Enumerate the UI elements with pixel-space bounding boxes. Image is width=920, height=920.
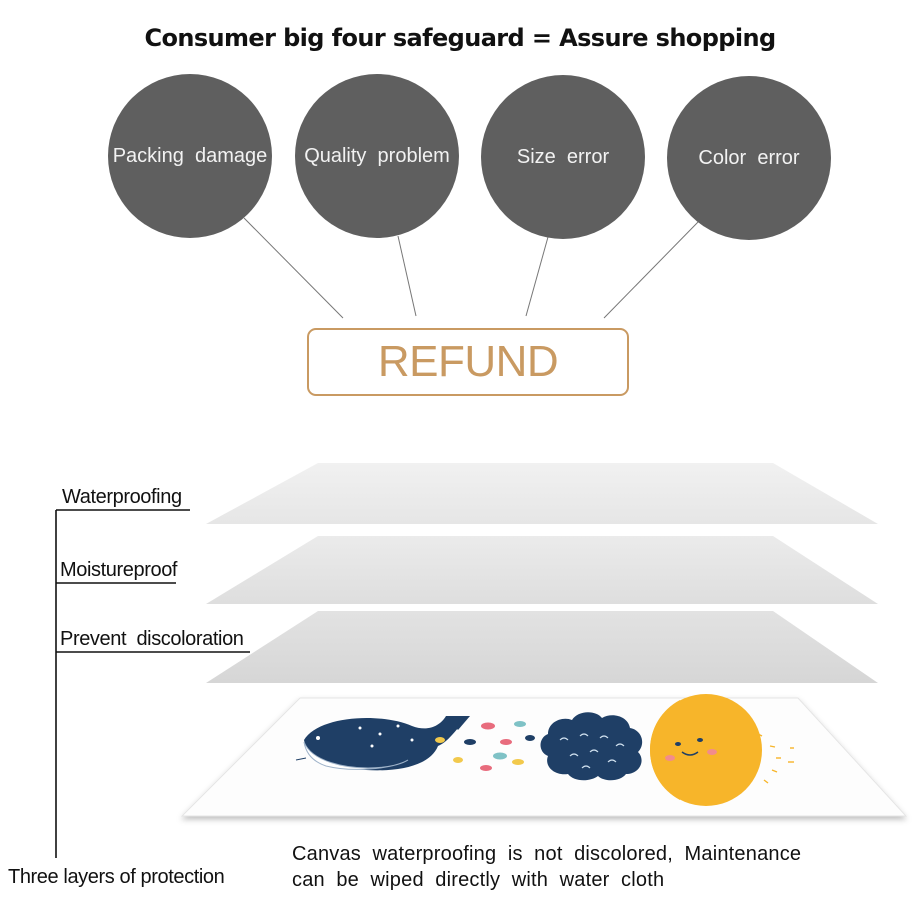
three-layers-label: Three layers of protection [8, 866, 225, 888]
cloud-illustration [540, 712, 643, 781]
safeguard-label: Packing damage [112, 144, 268, 167]
layer-discoloration-sheet [206, 611, 878, 683]
safeguard-circle-color-error: Color error [667, 76, 831, 240]
safeguard-label: Color error [698, 146, 800, 169]
safeguard-label: Quality problem [304, 144, 450, 167]
safeguard-circle-quality-problem: Quality problem [295, 74, 459, 238]
safeguard-label: Size error [516, 145, 610, 168]
whale-illustration [295, 716, 470, 771]
safeguard-circle-packing-damage: Packing damage [108, 74, 272, 238]
caption-line-2: can be wiped directly with water cloth [292, 869, 665, 891]
canvas-print [180, 694, 908, 817]
page-title: Consumer big four safeguard = Assure sho… [144, 24, 776, 52]
safeguard-circle-size-error: Size error [481, 75, 645, 239]
layer-label-moistureproof: Moistureproof [60, 559, 178, 581]
raindrops-illustration [435, 721, 535, 771]
layer-label-prevent-discoloration: Prevent discoloration [60, 628, 244, 650]
layer-label-waterproofing: Waterproofing [62, 486, 182, 508]
layer-moistureproof-sheet [206, 536, 878, 604]
caption-line-1: Canvas waterproofing is not discolored, … [292, 843, 802, 865]
refund-box: REFUND [307, 328, 629, 396]
canvas-caption: Canvas waterproofing is not discolored, … [292, 841, 801, 893]
layer-waterproofing-sheet [206, 463, 878, 524]
layers-bracket [55, 509, 250, 858]
refund-label: REFUND [377, 337, 559, 386]
sun-illustration [649, 694, 794, 806]
